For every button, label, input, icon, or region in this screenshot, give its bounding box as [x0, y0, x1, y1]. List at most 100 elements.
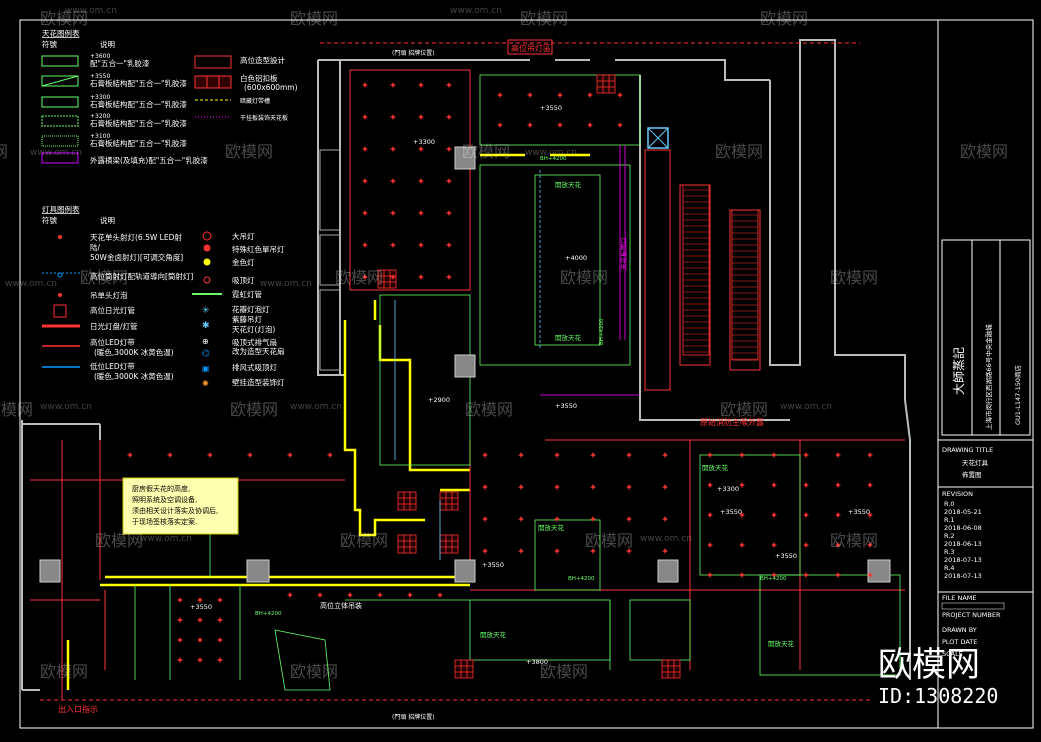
watermark-text: 欧模网 [830, 268, 878, 287]
legend-panel: 天花图例表 符號 说明 +3600 配"五合一"乳胶漆 +3550 石膏板結构配… [41, 28, 298, 388]
spotlight-fixture [167, 452, 173, 458]
watermark-text: 欧模网 [230, 400, 278, 419]
svg-text:+3550: +3550 [482, 561, 504, 569]
spotlight-fixture [554, 484, 560, 490]
spotlight-fixture [626, 516, 632, 522]
spotlight-fixture [835, 452, 841, 458]
project-name: 大師蒸記 [951, 347, 966, 395]
svg-text:開放天花: 開放天花 [555, 180, 582, 189]
drawing-title: 天花灯具 [962, 458, 989, 467]
revision-code: R.1 [944, 516, 955, 524]
watermark-url: www.om.cn [260, 279, 312, 289]
spotlight-fixture [497, 92, 503, 98]
svg-text:暗藏灯带槽: 暗藏灯带槽 [240, 97, 270, 105]
svg-text:FILE NAME: FILE NAME [942, 594, 976, 602]
grille-tile [439, 491, 459, 511]
svg-text:+3550: +3550 [190, 603, 212, 611]
svg-text:壁挂造型装饰灯: 壁挂造型装饰灯 [232, 377, 285, 387]
svg-text:+3550: +3550 [848, 508, 870, 516]
watermark-text: 欧模网 [225, 142, 273, 161]
spotlight-fixture [197, 597, 203, 603]
spotlight-fixture [587, 92, 593, 98]
watermark-text: 欧模网 [760, 9, 808, 28]
spotlight-fixture [482, 548, 488, 554]
svg-text:BH+4200: BH+4200 [760, 576, 787, 582]
svg-text:✳: ✳ [202, 306, 210, 316]
spotlight-fixture [739, 512, 745, 518]
spotlight-fixture [207, 452, 213, 458]
svg-text:+3550: +3550 [555, 402, 577, 410]
svg-text:干挂板装饰天花板: 干挂板装饰天花板 [240, 114, 288, 122]
svg-text:吸顶灯: 吸顶灯 [232, 275, 255, 285]
spotlight-fixture [177, 637, 183, 643]
spotlight-fixture [518, 452, 524, 458]
entrance-label: 出入口指示 [58, 704, 98, 714]
spotlight-fixture [803, 512, 809, 518]
svg-text:DRAWN BY: DRAWN BY [942, 626, 977, 634]
spotlight-fixture [390, 82, 396, 88]
svg-text:開放天花: 開放天花 [480, 630, 507, 639]
spotlight-fixture [482, 452, 488, 458]
spotlight-fixture [867, 542, 873, 548]
watermark-text: 欧模网 [465, 400, 513, 419]
spotlight-fixture [217, 657, 223, 663]
spotlight-fixture [771, 452, 777, 458]
spotlight-fixture [177, 597, 183, 603]
svg-text:✱: ✱ [202, 321, 210, 331]
watermark-text: 欧模网 [830, 531, 878, 550]
spotlight-fixture [867, 572, 873, 578]
spotlight-fixture [867, 452, 873, 458]
spotlight-fixture [247, 452, 253, 458]
revision-date: 2018-06-08 [944, 524, 982, 532]
spotlight-fixture [197, 617, 203, 623]
spotlight-fixture [557, 122, 563, 128]
spotlight-fixture [418, 178, 424, 184]
spotlight-fixture [362, 146, 368, 152]
spotlight-fixture [554, 516, 560, 522]
svg-text:外露横梁(及填充)配"五合一"乳胶漆: 外露横梁(及填充)配"五合一"乳胶漆 [90, 155, 208, 165]
svg-text:+3600: +3600 [90, 53, 110, 60]
spotlight-fixture [554, 452, 560, 458]
fire-pipe-label: 原始消防主喉外露 [700, 417, 764, 427]
spotlight-fixture [803, 482, 809, 488]
spotlight-fixture [626, 548, 632, 554]
spotlight-fixture [867, 482, 873, 488]
svg-text:符號: 符號 [42, 215, 57, 225]
watermark-text: 欧模网 [462, 142, 510, 161]
spotlight-fixture [497, 122, 503, 128]
revision-date: 2018-05-21 [944, 508, 982, 516]
door-bottom-label: (門頭 招牌位置) [392, 713, 435, 721]
spotlight-fixture [771, 542, 777, 548]
spotlight-fixture [739, 572, 745, 578]
spotlight-fixture [217, 617, 223, 623]
spotlight-fixture [527, 122, 533, 128]
svg-text:(暖色,3000K 冰黄色温): (暖色,3000K 冰黄色温) [94, 347, 174, 357]
svg-text:配"五合一"乳胶漆: 配"五合一"乳胶漆 [90, 58, 150, 68]
watermark-url: www.om.cn [525, 148, 577, 158]
grille-tile [661, 659, 681, 679]
watermark-url: www.om.cn [450, 6, 502, 16]
spotlight-fixture [617, 92, 623, 98]
spotlight-fixture [482, 516, 488, 522]
legend-desc-col: 说明 [100, 39, 115, 49]
svg-text:花瓣灯泡灯: 花瓣灯泡灯 [232, 304, 270, 314]
svg-text:改为造型天花扇: 改为造型天花扇 [232, 346, 285, 356]
svg-text:SCALE: SCALE [942, 650, 963, 658]
svg-text:高位LED灯带: 高位LED灯带 [90, 337, 135, 347]
watermark-text: 欧模网 [95, 531, 143, 550]
spotlight-fixture [217, 597, 223, 603]
spotlight-fixture [437, 592, 443, 598]
watermark-url: www.om.cn [140, 534, 192, 544]
svg-text:+3300: +3300 [413, 138, 435, 146]
spotlight-fixture [867, 512, 873, 518]
watermark-text: 欧模网 [520, 9, 568, 28]
spotlight-fixture [482, 484, 488, 490]
watermark-url: www.om.cn [780, 402, 832, 412]
watermark-url: www.om.cn [30, 148, 82, 158]
svg-text:(600x600mm): (600x600mm) [244, 83, 298, 92]
revision-date: 2018-06-13 [944, 540, 982, 548]
watermark-url: www.om.cn [65, 6, 117, 16]
grille-tile [454, 659, 474, 679]
svg-text:開放天花: 開放天花 [555, 333, 582, 342]
spotlight-fixture [803, 542, 809, 548]
